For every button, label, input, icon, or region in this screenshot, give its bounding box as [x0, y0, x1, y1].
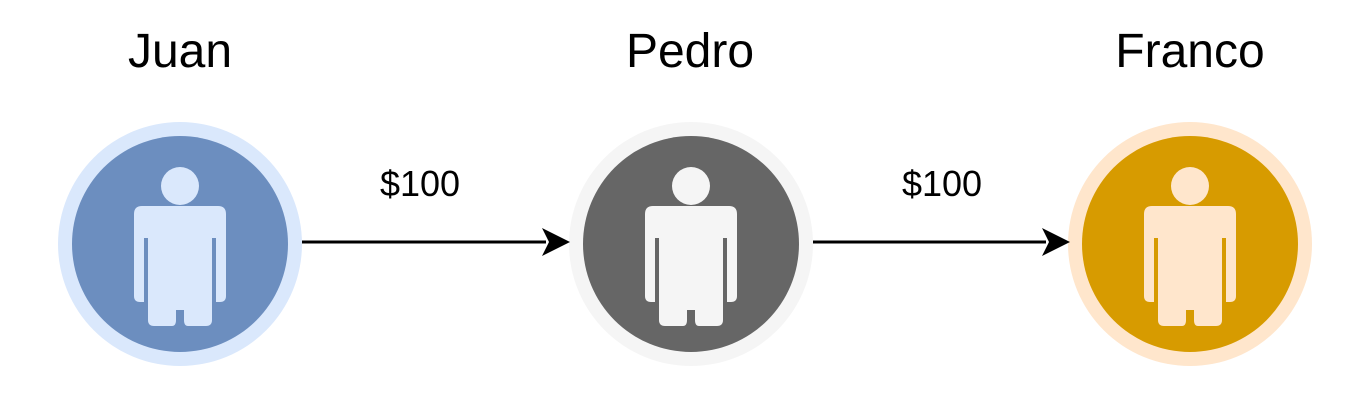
arrow-right-icon	[542, 228, 570, 256]
person-node-juan[interactable]	[58, 122, 302, 366]
person-node-franco[interactable]	[1068, 122, 1312, 366]
transfer-arrow-pedro-franco[interactable]	[813, 228, 1070, 256]
person-name-pedro: Pedro	[625, 25, 755, 78]
transfer-amount-juan-pedro: $100	[379, 163, 461, 204]
arrow-right-icon	[1042, 228, 1070, 256]
transfer-amount-pedro-franco: $100	[901, 163, 983, 204]
person-name-juan: Juan	[127, 25, 233, 78]
transfer-arrow-juan-pedro[interactable]	[302, 228, 570, 256]
person-name-franco: Franco	[1115, 25, 1265, 78]
person-node-pedro[interactable]	[569, 122, 813, 366]
